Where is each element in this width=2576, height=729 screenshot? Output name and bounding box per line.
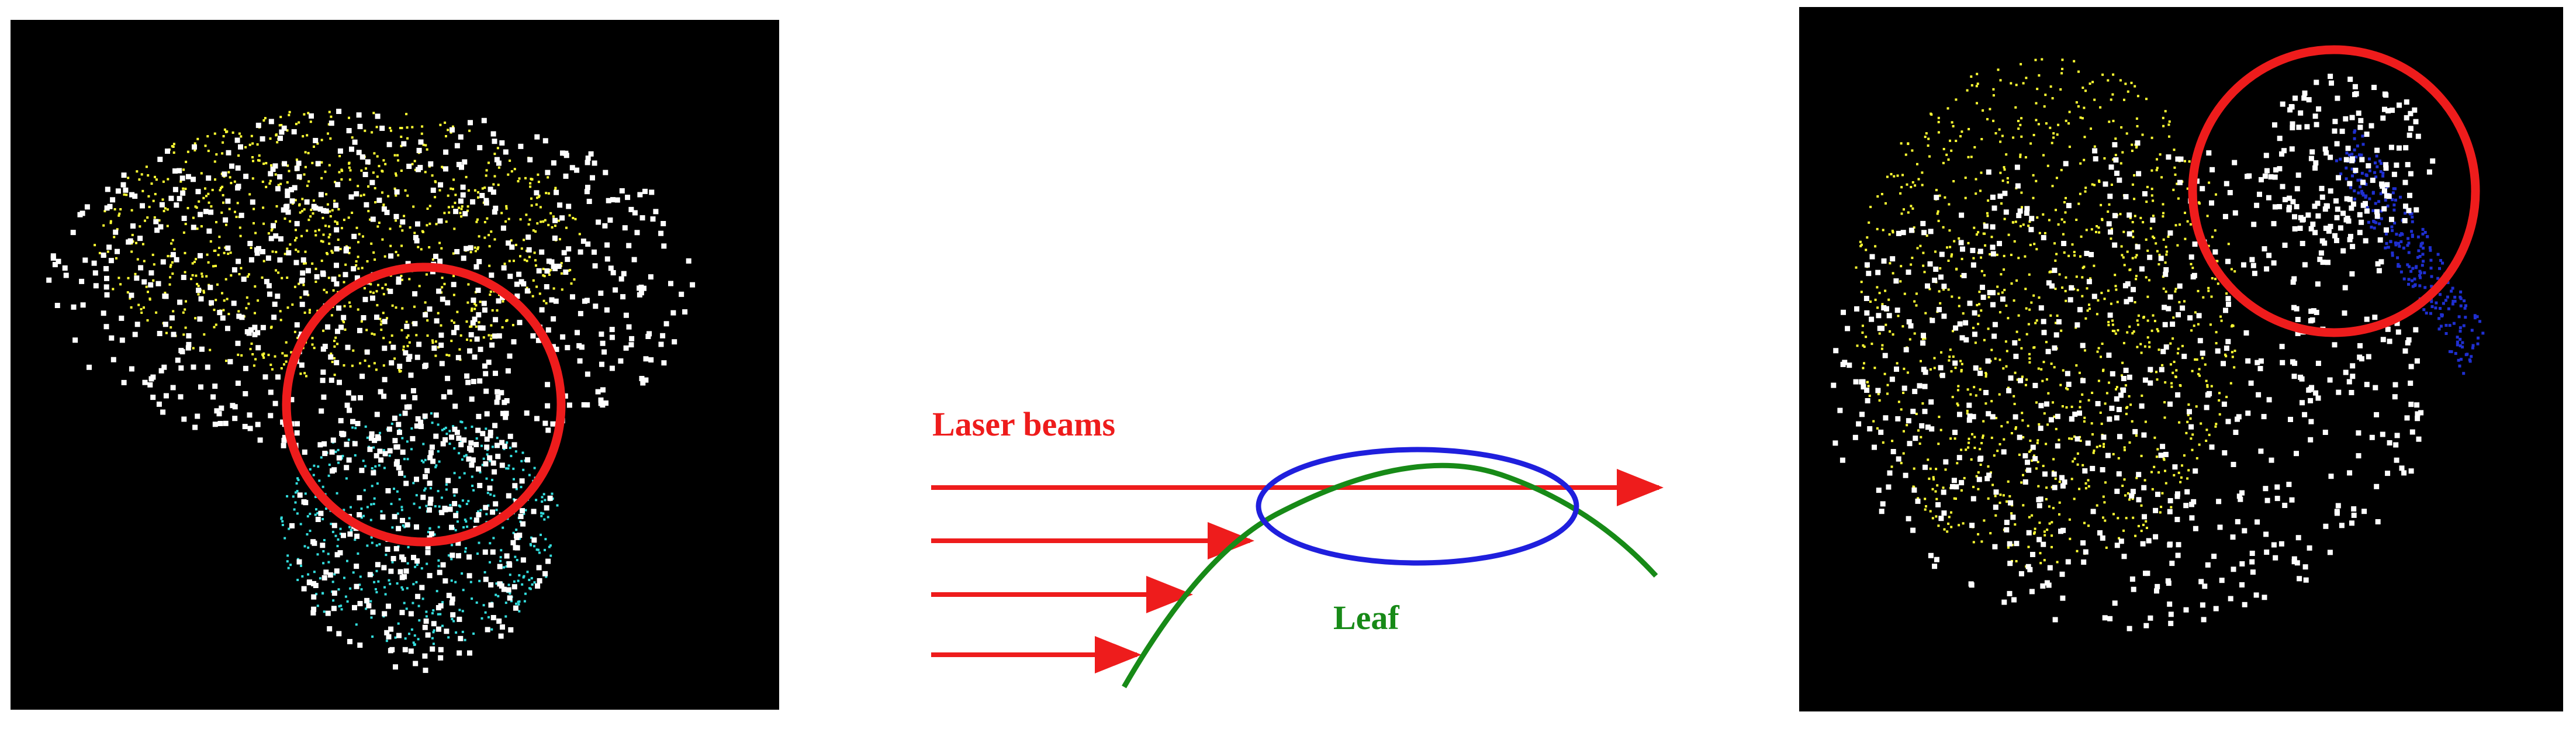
laser-beams-label: Laser beams xyxy=(932,405,1116,443)
point-cloud-panel-left xyxy=(11,20,779,710)
laser-leaf-svg xyxy=(931,447,1664,689)
right-blue-points xyxy=(2335,129,2485,375)
laser-leaf-diagram: Laser beams Leaf xyxy=(779,0,1799,729)
right-white-points xyxy=(1831,74,2436,631)
left-cyan-points xyxy=(280,412,559,646)
right-highlight-circle xyxy=(2188,45,2480,337)
left-white-points xyxy=(46,109,696,673)
point-cloud-right xyxy=(1831,45,2485,631)
left-highlight-circle xyxy=(282,262,566,547)
point-cloud-panel-right xyxy=(1799,7,2563,711)
left-yellow-points xyxy=(94,110,581,378)
overlap-ellipse xyxy=(1256,447,1579,566)
point-cloud-left xyxy=(46,109,696,673)
leaf-label: Leaf xyxy=(1333,599,1399,637)
